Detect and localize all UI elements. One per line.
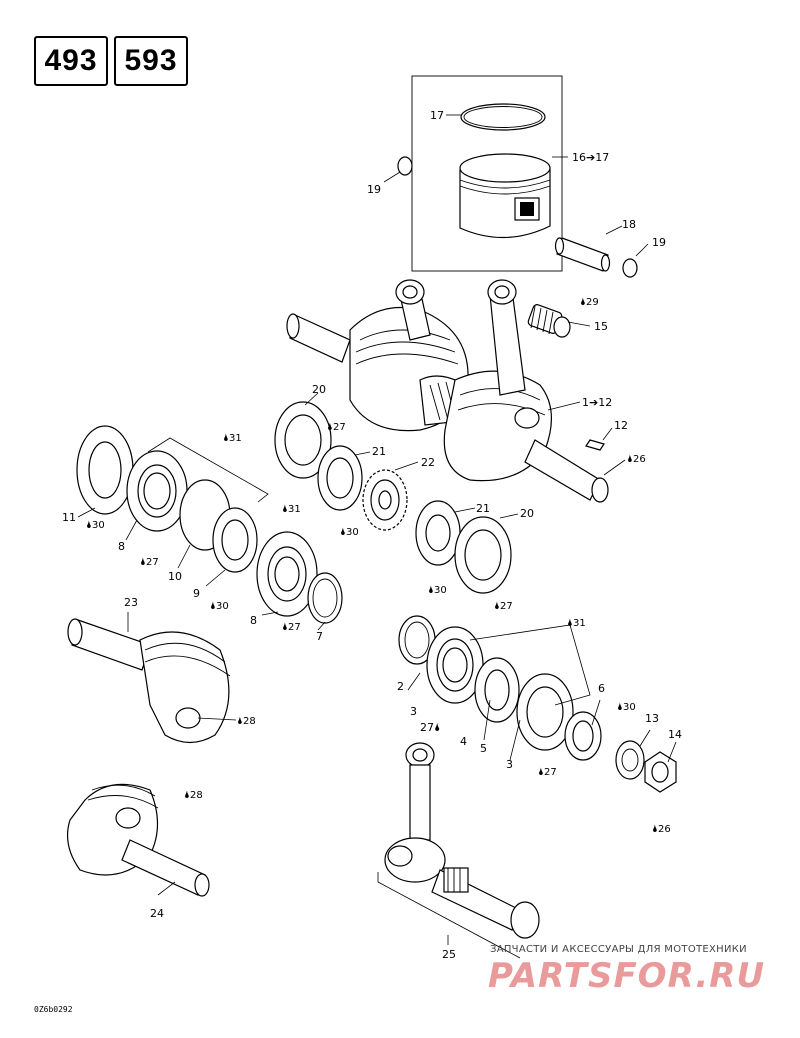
- drawing-code: 0Z6b0292: [34, 1005, 73, 1014]
- lube-ref-28-upper: 🌢28: [237, 716, 256, 727]
- lube-ref-31-right: 🌢31: [567, 618, 586, 629]
- callout-23: 23: [124, 596, 138, 609]
- lube-ref-28-lower: 🌢28: [184, 790, 203, 801]
- lube-ref-30-mid: 🌢30: [210, 601, 229, 612]
- callout-16-17: 16➔17: [572, 151, 609, 164]
- callout-5: 5: [480, 742, 487, 755]
- callout-11: 11: [62, 511, 76, 524]
- callout-15: 15: [594, 320, 608, 333]
- half-crankshaft-23: [67, 618, 231, 744]
- woodruff-key: [585, 439, 605, 451]
- nut-14: [644, 751, 677, 793]
- piston-kit-frame: [411, 75, 563, 272]
- leader-lines: [77, 114, 677, 945]
- callout-19-left: 19: [367, 183, 381, 196]
- callout-17: 17: [430, 109, 444, 122]
- lube-ref-27-lower-left: 🌢27: [282, 622, 301, 633]
- watermark-logo: PARTSFOR.RU: [488, 956, 766, 996]
- callout-7: 7: [316, 630, 323, 643]
- lube-ref-26-lower: 🌢26: [652, 824, 671, 835]
- bracket-right: [469, 624, 591, 706]
- callout-21-upper: 21: [372, 445, 386, 458]
- lube-ref-30-center: 🌢30: [340, 527, 359, 538]
- callout-25: 25: [442, 948, 456, 961]
- drive-gear-22: [362, 469, 408, 531]
- bracket-25: [377, 872, 521, 959]
- callout-1-12: 1➔12: [582, 396, 612, 409]
- callout-2: 2: [397, 680, 404, 693]
- half-crankshaft-24: [67, 783, 210, 897]
- callout-20-lower: 20: [520, 507, 534, 520]
- callout-10: 10: [168, 570, 182, 583]
- thrust-washer: [553, 316, 571, 338]
- washer-13: [615, 740, 645, 780]
- bracket-upper: [147, 437, 269, 503]
- callout-24: 24: [150, 907, 164, 920]
- piston: [459, 153, 551, 239]
- callout-27-upper-right: 27🌢: [420, 721, 441, 734]
- callout-3-upper: 3: [410, 705, 417, 718]
- lube-ref-27-left: 🌢27: [140, 557, 159, 568]
- callouts: 17 16➔17 19 18 19 🌢29 15 1➔12 12 🌢26 20 …: [62, 109, 682, 961]
- engine-code-box-593: 593: [114, 36, 188, 86]
- engine-code-box-493: 493: [34, 36, 108, 86]
- lube-ref-31-left: 🌢31: [223, 433, 242, 444]
- callout-13: 13: [645, 712, 659, 725]
- lube-ref-30-left: 🌢30: [86, 520, 105, 531]
- callout-22: 22: [421, 456, 435, 469]
- callout-14: 14: [668, 728, 682, 741]
- lube-ref-30-far-right: 🌢30: [617, 702, 636, 713]
- callout-18: 18: [622, 218, 636, 231]
- circlip-left: [397, 156, 413, 176]
- callout-8-lower: 8: [250, 614, 257, 627]
- lube-ref-30-right: 🌢30: [428, 585, 447, 596]
- piston-ring: [460, 103, 546, 131]
- lube-ref-26-upper: 🌢26: [627, 454, 646, 465]
- callout-8-upper: 8: [118, 540, 125, 553]
- watermark-tagline: ЗАПЧАСТИ И АКСЕССУАРЫ ДЛЯ МОТОТЕХНИКИ: [490, 944, 747, 955]
- needle-bearing: [527, 304, 563, 335]
- callout-6: 6: [598, 682, 605, 695]
- lube-ref-27-center: 🌢27: [327, 422, 346, 433]
- lube-ref-29: 🌢29: [580, 297, 599, 308]
- callout-3-lower: 3: [506, 758, 513, 771]
- callout-19-right: 19: [652, 236, 666, 249]
- piston-pin: [554, 237, 611, 272]
- callout-12: 12: [614, 419, 628, 432]
- callout-4: 4: [460, 735, 467, 748]
- connecting-rod-25: [384, 742, 540, 939]
- lube-ref-31-mid: 🌢31: [282, 504, 301, 515]
- callout-20-upper: 20: [312, 383, 326, 396]
- callout-9: 9: [193, 587, 200, 600]
- crankshaft-assembly: [286, 279, 609, 503]
- callout-21-lower: 21: [476, 502, 490, 515]
- circlip-7: [307, 572, 343, 624]
- lube-ref-27-lower-right: 🌢27: [538, 767, 557, 778]
- lube-ref-27-right: 🌢27: [494, 601, 513, 612]
- circlip-right: [622, 258, 638, 278]
